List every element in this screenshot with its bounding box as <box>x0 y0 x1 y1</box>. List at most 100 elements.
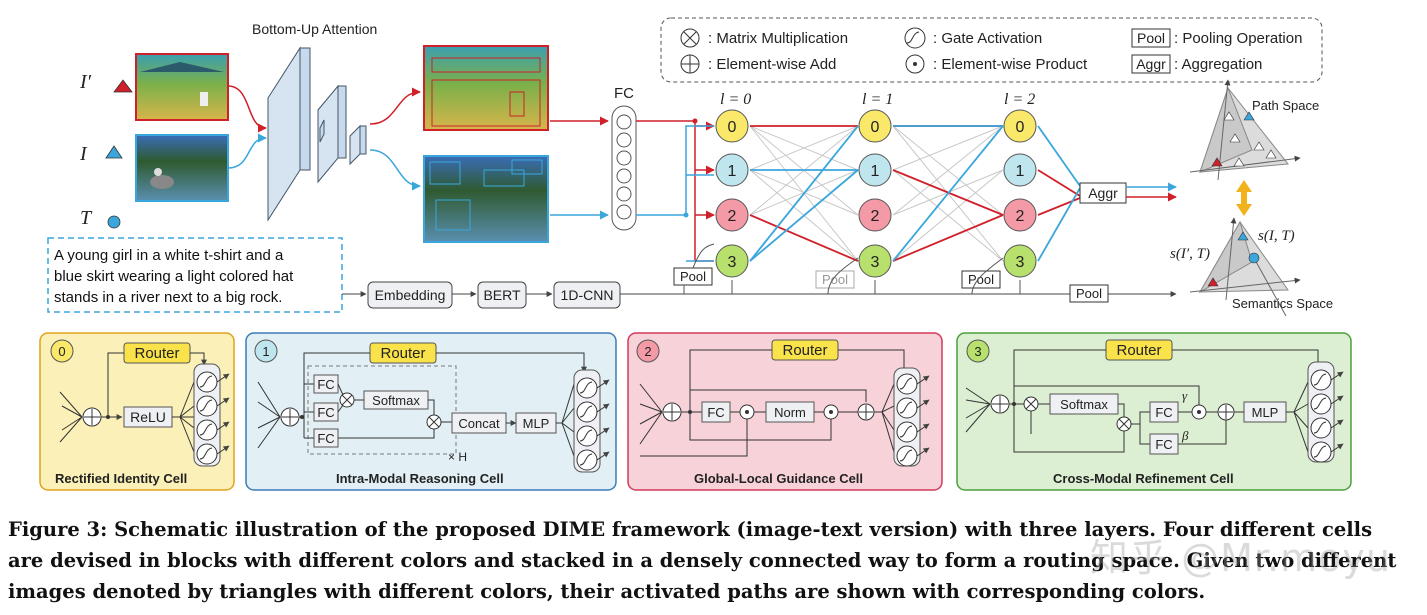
blue-triangle-icon <box>105 145 123 159</box>
detected-image-blue <box>423 155 549 243</box>
gate-output-arrow <box>916 399 930 409</box>
input-i-label: I <box>79 143 88 165</box>
gate-icon <box>896 445 918 467</box>
cell-2-badge: 2 <box>644 344 651 359</box>
route-node-label: 3 <box>728 254 737 271</box>
gate-output-arrow <box>596 403 610 413</box>
detected-image-red <box>423 45 549 131</box>
cell-0-relu: ReLU <box>130 409 166 425</box>
fc-label: FC <box>614 85 634 102</box>
cell-3-gamma: γ <box>1182 388 1188 403</box>
cell-0-router: Router <box>134 345 179 362</box>
input-i-prime-label: I′ <box>79 71 92 93</box>
cell-3-mlp: MLP <box>1252 405 1279 420</box>
route-node-label: 2 <box>1016 208 1025 225</box>
path-space-label: Path Space <box>1252 98 1319 113</box>
gate-icon <box>576 449 598 471</box>
pool-layer-0: Pool <box>680 269 706 284</box>
gate-curve <box>899 449 913 462</box>
gate-curve <box>899 401 913 414</box>
gate-icon <box>904 27 926 49</box>
input-t-label: T <box>80 207 93 229</box>
route-node-l0-c1 <box>715 153 749 187</box>
cell-3-beta: β <box>1181 428 1189 443</box>
bottom-up-label: Bottom-Up Attention <box>252 21 377 37</box>
gate-curve <box>199 399 213 412</box>
gate-output-arrow <box>216 373 230 383</box>
gate-icon <box>576 425 598 447</box>
gate-icon <box>1310 393 1332 415</box>
gate-output-arrow <box>596 451 610 461</box>
caption-line-2: blue skirt wearing a light colored hat <box>54 268 294 285</box>
image-i <box>135 134 229 202</box>
layer-label-0: l = 0 <box>720 91 751 108</box>
gate-output-arrow <box>1330 371 1344 381</box>
route-node-l2-c0 <box>1003 109 1037 143</box>
cnn-1d-box: 1D-CNN <box>561 287 614 303</box>
fc-column: FC <box>611 85 637 231</box>
caption-line-1: A young girl in a white t-shirt and a <box>54 247 284 264</box>
gate-output-arrow <box>596 427 610 437</box>
cell-block-2: 2 Router FC Norm Global-Local Guidance C… <box>627 332 943 491</box>
gate-curve <box>1313 373 1327 386</box>
cell-1-name: Intra-Modal Reasoning Cell <box>336 471 504 486</box>
route-node-l2-c2 <box>1003 198 1037 232</box>
product-icon <box>905 54 925 74</box>
s-i-t-label: s(I, T) <box>1258 228 1295 244</box>
embedding-box: Embedding <box>375 287 446 303</box>
gate-icon <box>576 377 598 399</box>
gate-icon <box>1310 441 1332 463</box>
cell-1-concat: Concat <box>458 416 500 431</box>
double-arrow-icon <box>1236 180 1252 216</box>
route-node-l1-c0 <box>858 109 892 143</box>
legend-aggr: : Aggregation <box>1174 56 1262 73</box>
cell-3-fc-beta: FC <box>1155 437 1172 452</box>
cell-2-router: Router <box>782 342 827 359</box>
cell-3-fc-gamma: FC <box>1155 405 1172 420</box>
cell-2-fc: FC <box>707 405 724 420</box>
legend: : Matrix Multiplication : Element-wise A… <box>660 17 1323 83</box>
s-i-prime-t-label: s(I′, T) <box>1170 246 1210 262</box>
dime-diagram: : Matrix Multiplication : Element-wise A… <box>39 17 1352 491</box>
gate-icon <box>576 401 598 423</box>
aggr-box: Aggr <box>1088 185 1118 201</box>
route-node-label: 1 <box>728 163 737 180</box>
route-node-label: 2 <box>728 208 737 225</box>
legend-product: : Element-wise Product <box>933 56 1088 73</box>
pool-layer-1: Pool <box>822 272 848 287</box>
caption-line-a: Figure 3: Schematic illustration of the … <box>8 518 1373 541</box>
gate-curve <box>579 429 593 442</box>
gate-curve <box>579 405 593 418</box>
semantics-space: s(I, T) s(I′, T) Semantics Space <box>1170 217 1333 317</box>
layer-label-2: l = 2 <box>1004 91 1035 108</box>
gate-icon <box>196 395 218 417</box>
gate-curve <box>1313 397 1327 410</box>
cell-3-router: Router <box>1116 342 1161 359</box>
cell-3-softmax: Softmax <box>1060 397 1108 412</box>
image-i-prime <box>135 53 229 121</box>
semantics-space-label: Semantics Space <box>1232 296 1333 311</box>
cell-block-3: 3 Router Softmax FC FC γ β MLP Cross-Mod… <box>956 332 1352 491</box>
cell-0-badge: 0 <box>58 344 65 359</box>
gate-icon <box>196 371 218 393</box>
route-node-l1-c2 <box>858 198 892 232</box>
cell-1-fc-q: FC <box>317 377 334 392</box>
gate-icon <box>1310 417 1332 439</box>
cell-2-name: Global-Local Guidance Cell <box>694 471 863 486</box>
cell-1-fc-v: FC <box>317 431 334 446</box>
route-node-label: 2 <box>871 208 880 225</box>
legend-add: : Element-wise Add <box>708 56 836 73</box>
route-node-label: 3 <box>1016 254 1025 271</box>
cell-1-fc-k: FC <box>317 405 334 420</box>
route-node-l0-c2 <box>715 198 749 232</box>
pool-layer-2: Pool <box>968 272 994 287</box>
gate-output-arrow <box>1330 443 1344 453</box>
gate-output-arrow <box>916 447 930 457</box>
figure-caption: Figure 3: Schematic illustration of the … <box>8 514 1418 607</box>
gate-output-arrow <box>916 423 930 433</box>
caption-line-3: stands in a river next to a big rock. <box>54 289 282 306</box>
cell-block-1: 1 Router FC FC FC Softmax × H Concat MLP… <box>245 332 617 491</box>
legend-pool-box: Pool <box>1137 30 1165 46</box>
inputs: I′ I T Bottom-Up Attention <box>47 21 1177 313</box>
